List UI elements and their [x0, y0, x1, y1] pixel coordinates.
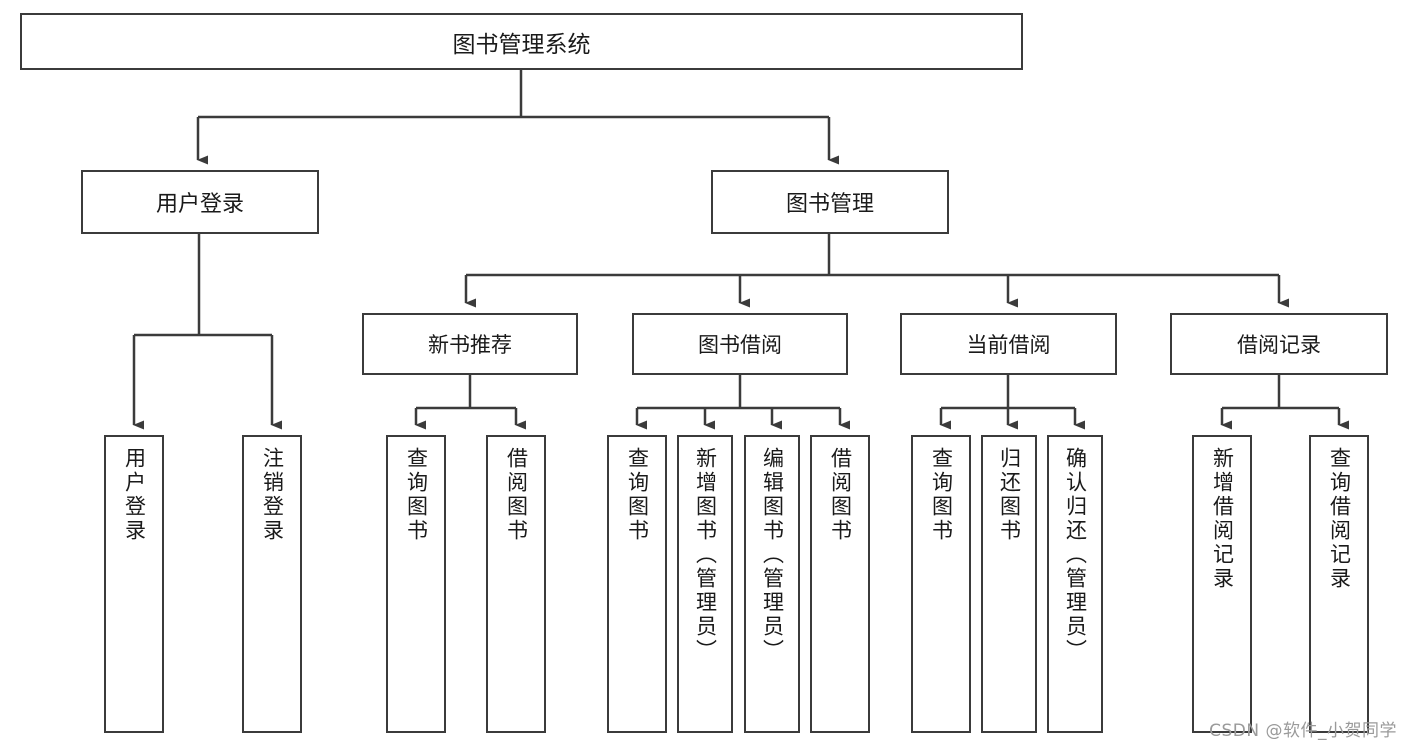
leaf-query-book-recommend[interactable]: 查询图书: [386, 435, 446, 733]
node-label: 借阅图书: [504, 447, 529, 543]
node-book-management[interactable]: 图书管理: [711, 170, 949, 234]
leaf-add-book-admin[interactable]: 新增图书（管理员）: [677, 435, 733, 733]
node-user-login[interactable]: 用户登录: [81, 170, 319, 234]
node-label: 用户登录: [122, 447, 147, 543]
node-label: 新书推荐: [428, 333, 512, 357]
node-label: 注销登录: [260, 447, 285, 543]
node-new-book-recommend[interactable]: 新书推荐: [362, 313, 578, 375]
node-label: 借阅图书: [828, 447, 853, 543]
node-label: 编辑图书（管理员）: [760, 447, 785, 663]
leaf-user-login[interactable]: 用户登录: [104, 435, 164, 733]
node-label: 借阅记录: [1237, 333, 1321, 357]
leaf-return-book[interactable]: 归还图书: [981, 435, 1037, 733]
node-label: 查询图书: [929, 447, 954, 543]
leaf-borrow-book[interactable]: 借阅图书: [810, 435, 870, 733]
node-label: 新增借阅记录: [1210, 447, 1235, 591]
leaf-add-borrow-record[interactable]: 新增借阅记录: [1192, 435, 1252, 733]
node-label: 当前借阅: [966, 333, 1051, 357]
node-label: 查询借阅记录: [1327, 447, 1352, 591]
node-label: 图书管理系统: [452, 31, 591, 58]
node-borrow-record[interactable]: 借阅记录: [1170, 313, 1388, 375]
node-current-borrow[interactable]: 当前借阅: [900, 313, 1117, 375]
watermark-text: CSDN @软件_小贺同学: [1209, 721, 1397, 741]
node-label: 确认归还（管理员）: [1063, 447, 1088, 663]
leaf-confirm-return-admin[interactable]: 确认归还（管理员）: [1047, 435, 1103, 733]
node-label: 图书管理: [785, 192, 874, 217]
node-label: 图书借阅: [698, 333, 782, 357]
node-label: 新增图书（管理员）: [693, 447, 718, 663]
leaf-edit-book-admin[interactable]: 编辑图书（管理员）: [744, 435, 800, 733]
node-label: 查询图书: [404, 447, 429, 543]
leaf-borrow-book-recommend[interactable]: 借阅图书: [486, 435, 546, 733]
node-label: 查询图书: [625, 447, 650, 543]
leaf-query-book-current[interactable]: 查询图书: [911, 435, 971, 733]
leaf-query-borrow-record[interactable]: 查询借阅记录: [1309, 435, 1369, 733]
node-book-borrow[interactable]: 图书借阅: [632, 313, 848, 375]
leaf-query-book-borrow[interactable]: 查询图书: [607, 435, 667, 733]
node-label: 用户登录: [155, 192, 244, 217]
node-root-system[interactable]: 图书管理系统: [20, 13, 1023, 70]
leaf-user-logout[interactable]: 注销登录: [242, 435, 302, 733]
node-label: 归还图书: [997, 447, 1022, 543]
